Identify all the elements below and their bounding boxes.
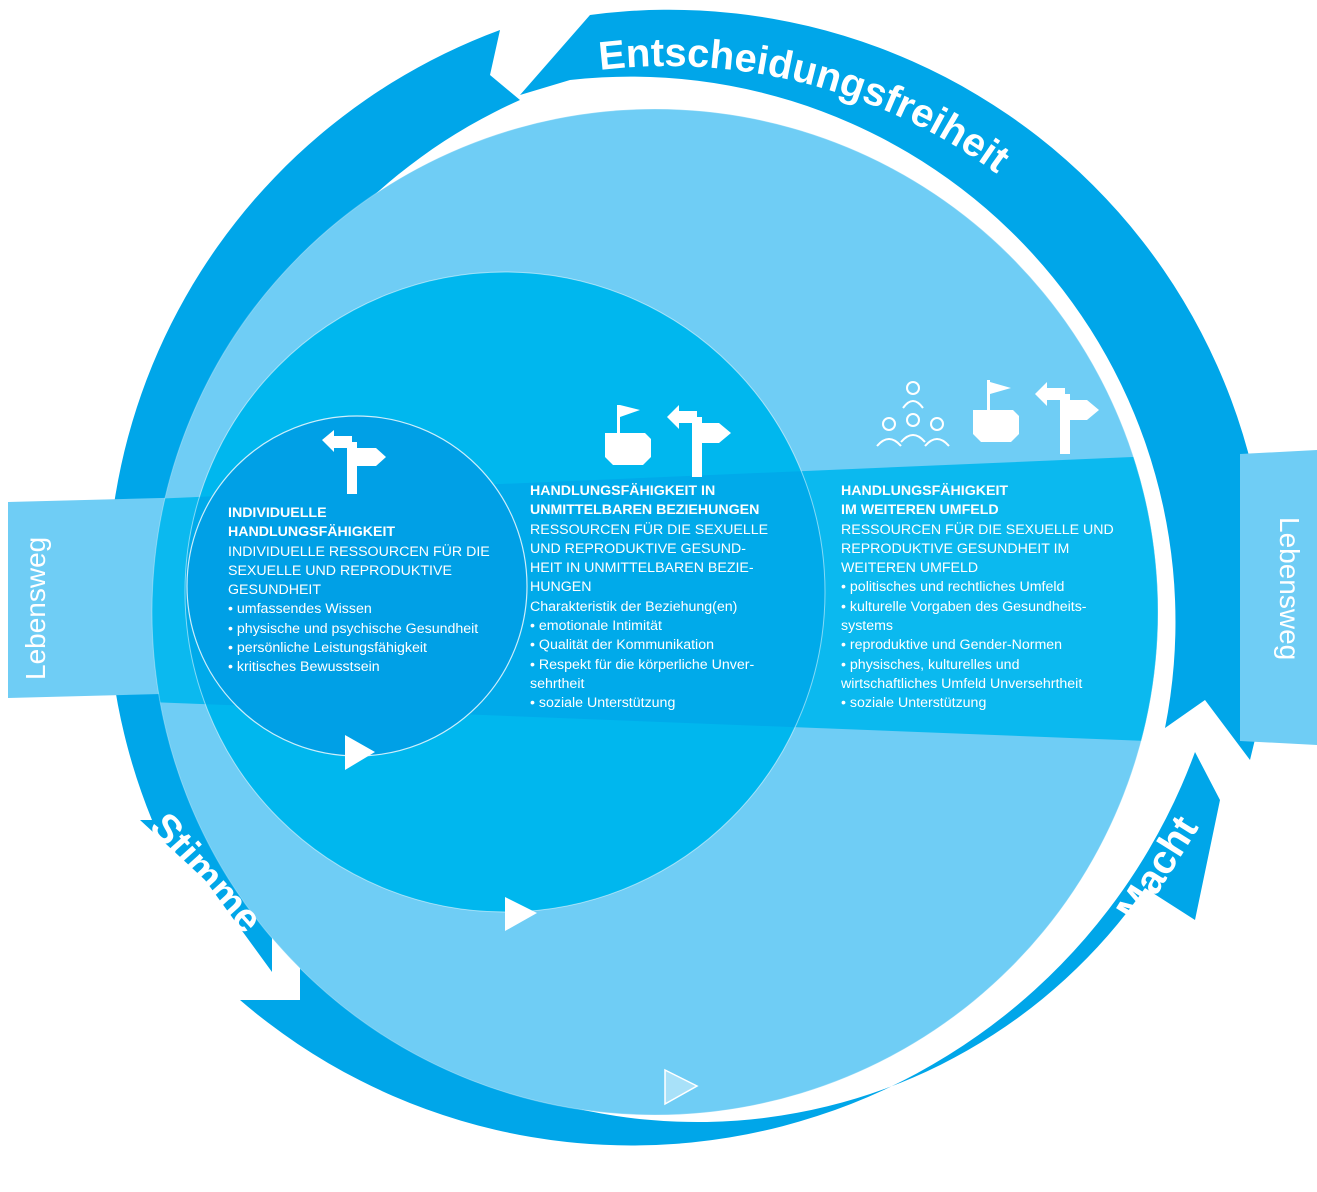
section-environment: HANDLUNGSFÄHIGKEIT IM WEITEREN UMFELD RE… bbox=[841, 482, 1114, 714]
section-line: HEIT IN UNMITTELBAREN BEZIE- bbox=[530, 560, 754, 577]
lebensweg-band-left bbox=[8, 497, 200, 698]
section-heading: HANDLUNGSFÄHIGKEIT bbox=[841, 483, 1009, 499]
section-heading: UNMITTELBAREN BEZIEHUNGEN bbox=[530, 502, 760, 519]
section-line: Charakteristik der Beziehung(en) bbox=[530, 598, 738, 615]
signpost-icon bbox=[667, 405, 731, 477]
band-label-right: Lebensweg bbox=[1274, 517, 1305, 660]
section-line: • Qualität der Kommunikation bbox=[530, 637, 714, 654]
section-line: • kritisches Bewusstsein bbox=[228, 659, 380, 676]
band-label-left: Lebensweg bbox=[20, 537, 51, 680]
section-heading: INDIVIDUELLE bbox=[228, 505, 327, 521]
section-relationships: HANDLUNGSFÄHIGKEIT IN UNMITTELBAREN BEZI… bbox=[530, 482, 768, 714]
section-line: HUNGEN bbox=[530, 579, 592, 596]
section-line: • persönliche Leistungsfähigkeit bbox=[228, 640, 427, 657]
hand-flag-icon bbox=[973, 380, 1019, 442]
signpost-icon bbox=[322, 430, 386, 494]
section-line: • reproduktive und Gender-Normen bbox=[841, 637, 1063, 654]
section-line: • Respekt für die körperliche Unver- bbox=[530, 656, 755, 673]
section-line: SEXUELLE UND REPRODUKTIVE bbox=[228, 562, 452, 579]
section-heading: IM WEITEREN UMFELD bbox=[841, 502, 999, 519]
section-line: • physische und psychische Gesundheit bbox=[228, 620, 479, 637]
section-line: INDIVIDUELLE RESSOURCEN FÜR DIE bbox=[228, 543, 490, 560]
section-line: wirtschaftliches Umfeld Unversehrtheit bbox=[841, 675, 1083, 692]
section-line: • politisches und rechtliches Umfeld bbox=[841, 579, 1065, 596]
section-line: RESSOURCEN FÜR DIE SEXUELLE UND bbox=[841, 521, 1114, 538]
section-heading: HANDLUNGSFÄHIGKEIT bbox=[228, 524, 396, 541]
section-line: • kulturelle Vorgaben des Gesundheits- bbox=[841, 598, 1087, 615]
ring-segment-entscheidungsfreiheit bbox=[520, 9, 1270, 761]
section-line: • umfassendes Wissen bbox=[228, 601, 372, 618]
lebensweg-band-right bbox=[1240, 450, 1317, 745]
people-network-icon bbox=[876, 381, 950, 447]
flow-arrow-middle bbox=[505, 897, 537, 931]
section-line: UND REPRODUKTIVE GESUND- bbox=[530, 540, 746, 557]
section-heading: HANDLUNGSFÄHIGKEIT IN bbox=[530, 483, 716, 499]
section-line: sehrtheit bbox=[530, 675, 585, 692]
section-individual: INDIVIDUELLE HANDLUNGSFÄHIGKEIT INDIVIDU… bbox=[228, 504, 490, 678]
section-line: GESUNDHEIT bbox=[228, 582, 322, 599]
section-line: WEITEREN UMFELD bbox=[841, 560, 979, 577]
section-line: • emotionale Intimität bbox=[530, 618, 662, 635]
section-line: REPRODUKTIVE GESUNDHEIT IM bbox=[841, 540, 1070, 557]
section-line: • physisches, kulturelles und bbox=[841, 656, 1020, 673]
section-line: RESSOURCEN FÜR DIE SEXUELLE bbox=[530, 521, 769, 538]
section-line: • soziale Unterstützung bbox=[530, 695, 676, 712]
flow-arrow-inner bbox=[345, 735, 375, 770]
section-line: systems bbox=[841, 618, 894, 635]
hand-flag-icon bbox=[605, 405, 651, 465]
flow-arrow-outer bbox=[664, 1068, 699, 1106]
section-line: • soziale Unterstützung bbox=[841, 695, 987, 712]
signpost-icon bbox=[1035, 382, 1099, 454]
